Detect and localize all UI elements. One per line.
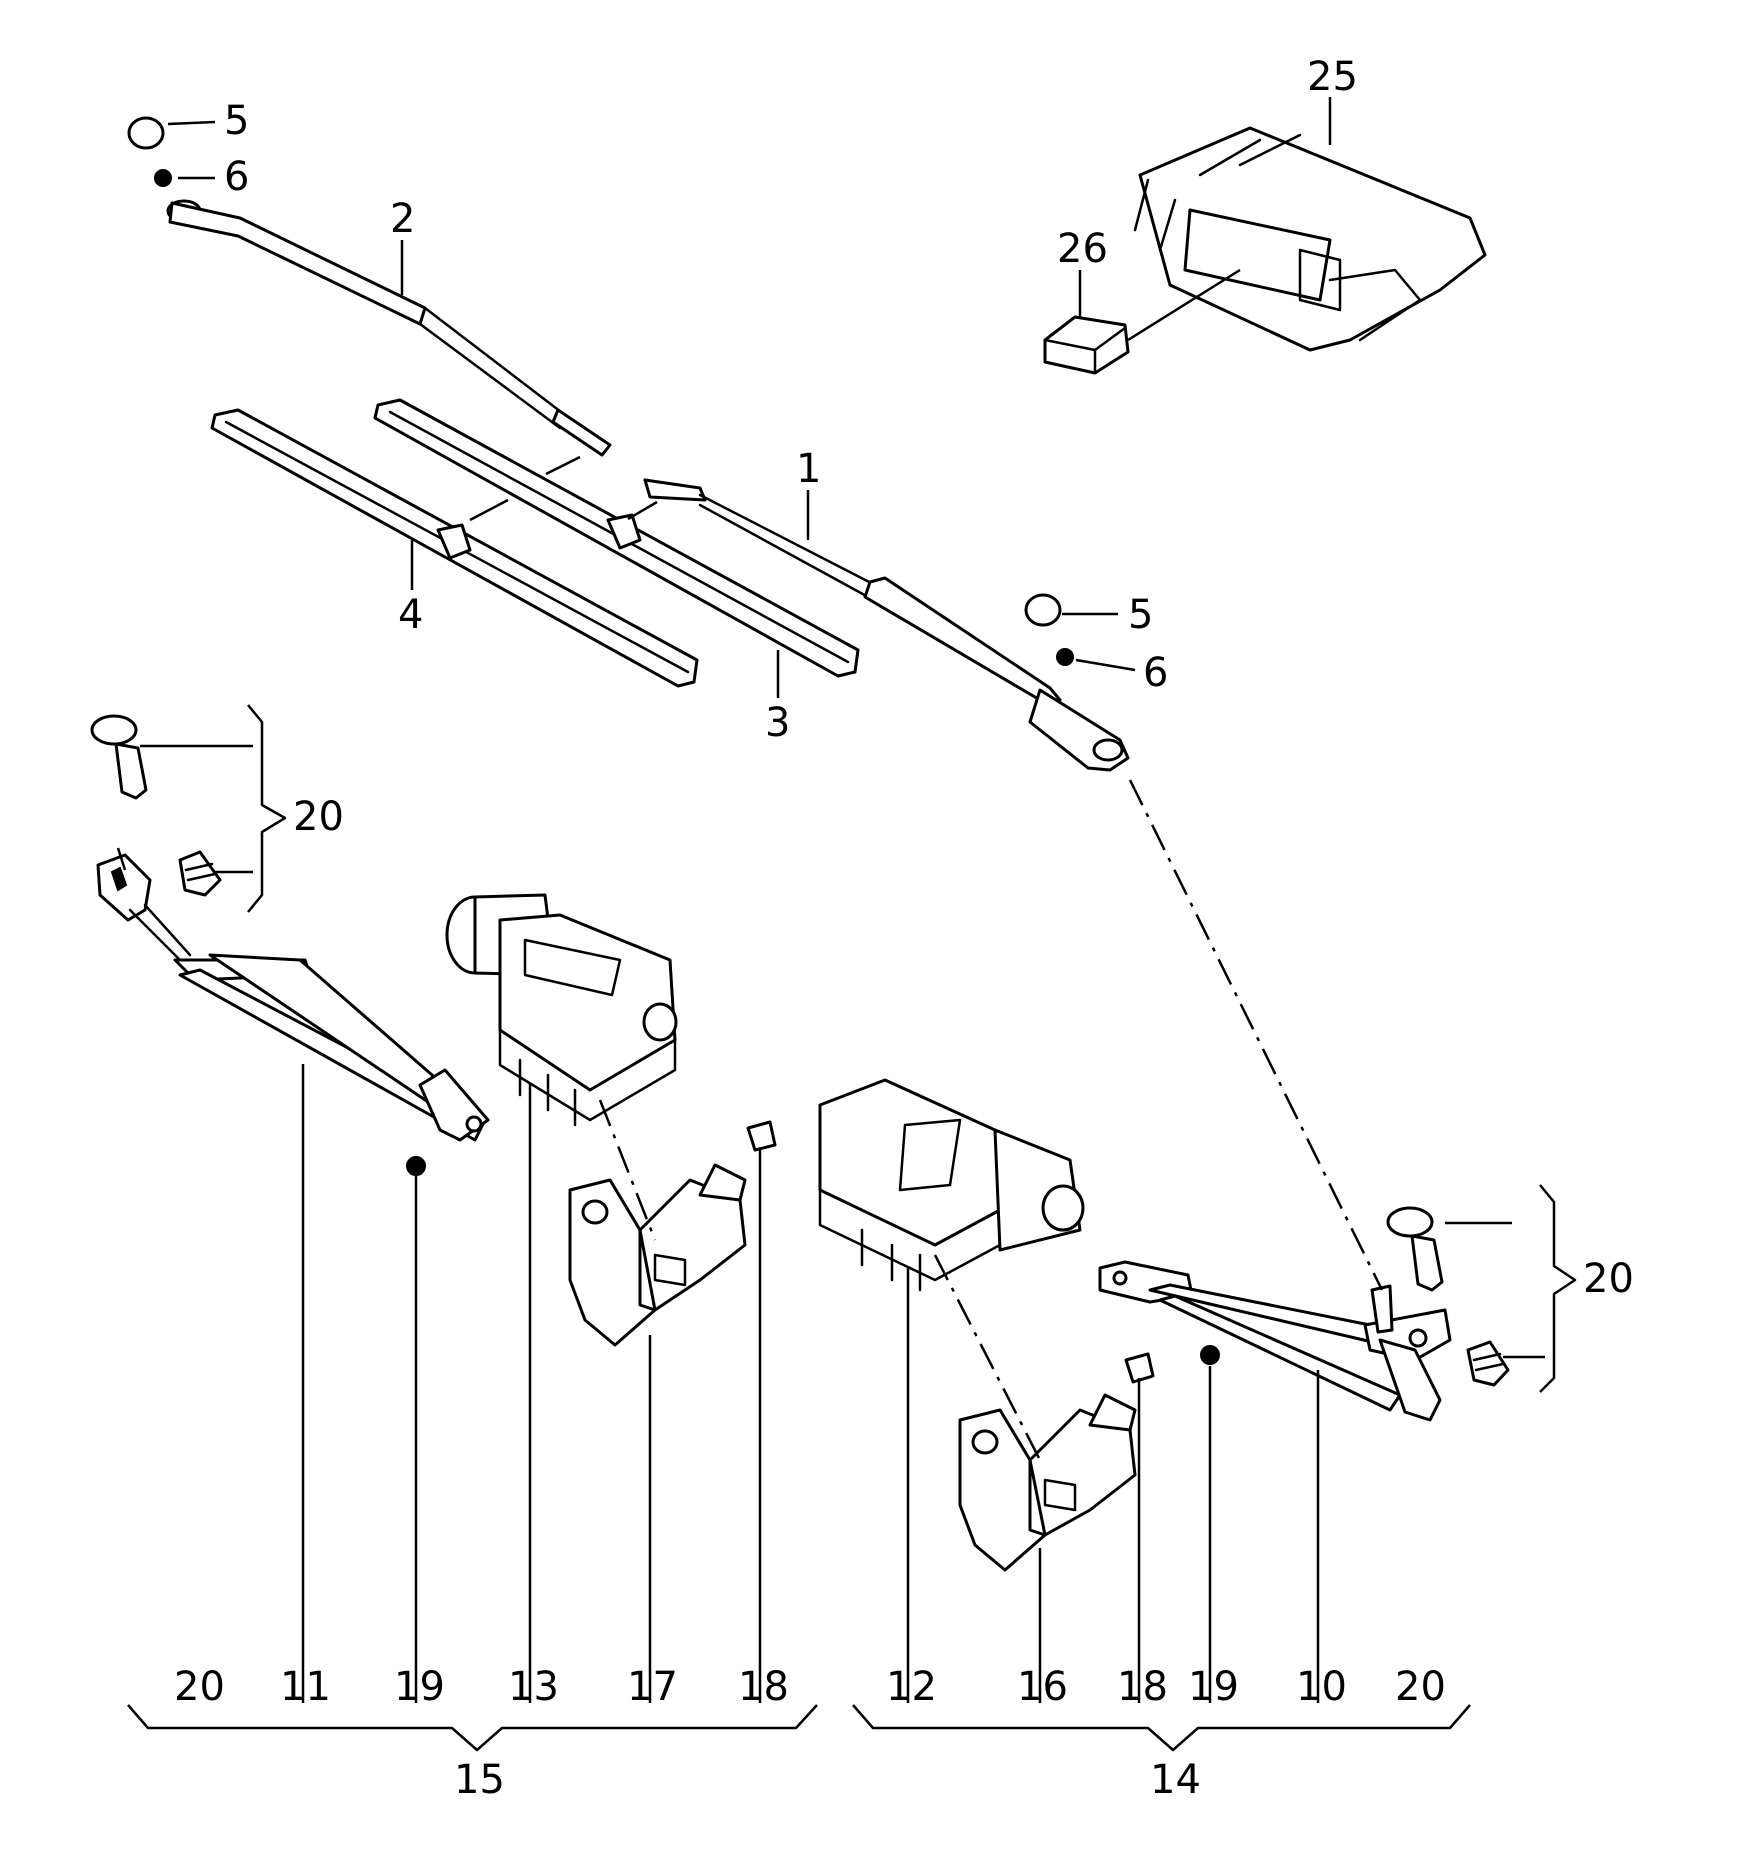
label-6-top: 6 [224,154,249,200]
brace-20-left [247,704,287,913]
label-14-group: 14 [1150,1757,1201,1803]
cap-5-right [1024,593,1062,627]
wiper-motor-13 [445,893,678,1127]
label-10: 10 [1296,1664,1347,1710]
cap-5-top [127,116,165,150]
leader-blade4-link [469,498,509,522]
wiper-motor-12 [818,1078,1085,1292]
brace-group-15 [127,1704,818,1752]
label-19-right: 19 [1188,1664,1239,1710]
label-19-left: 19 [394,1664,445,1710]
bracket-16 [958,1393,1137,1572]
label-20-left-brace: 20 [293,794,344,840]
leader-blade3-clip [627,500,658,521]
label-5-right: 5 [1128,592,1153,638]
label-20-bottom-right: 20 [1395,1664,1446,1710]
label-5-top: 5 [224,98,249,144]
label-13: 13 [508,1664,559,1710]
wiper-linkage-10 [1098,1260,1452,1422]
bump-18-left [746,1120,777,1152]
wiper-blade-4 [210,408,699,688]
wiper-linkage-11 [96,853,490,1142]
label-1: 1 [796,446,821,492]
control-unit-25 [1133,126,1487,352]
leader-6-right [1075,658,1136,672]
label-6-right: 6 [1143,650,1168,696]
label-20-right-brace: 20 [1583,1256,1634,1302]
nut-6-right [1056,648,1074,666]
bracket-17 [568,1163,747,1347]
label-15-group: 15 [454,1757,505,1803]
axis-line-motor13 [598,1099,657,1241]
label-11: 11 [280,1664,331,1710]
label-12: 12 [886,1664,937,1710]
label-20-bottom-left: 20 [174,1664,225,1710]
leader-5-top [167,120,216,126]
label-18-left: 18 [738,1664,789,1710]
brace-20-right [1539,1184,1577,1393]
wiper-arm-right-1 [643,478,1130,772]
nut-19-right [1200,1345,1220,1365]
connector-26 [1043,268,1241,375]
pin-20-right [1386,1206,1444,1292]
axis-line-motor12 [933,1254,1042,1461]
label-4: 4 [398,592,423,638]
axis-line-arm-to-linkage [1128,779,1384,1291]
pin-20-left [90,714,148,800]
brace-group-14 [852,1704,1471,1752]
wiper-blade-3 [373,398,860,678]
grommet-20-left [178,850,222,897]
label-16: 16 [1017,1664,1068,1710]
grommet-20-right [1466,1340,1510,1387]
bump-18-right [1124,1352,1155,1384]
axis-line-pin-left [116,847,127,871]
label-3: 3 [765,700,790,746]
nut-6-top [154,169,172,187]
leader-blade3-link [545,455,581,476]
label-2: 2 [390,196,415,242]
nut-19-left [406,1156,426,1176]
label-26: 26 [1057,226,1108,272]
label-17: 17 [627,1664,678,1710]
label-25: 25 [1307,54,1358,100]
wiper-arm-left-2 [166,199,612,457]
label-18-right: 18 [1117,1664,1168,1710]
